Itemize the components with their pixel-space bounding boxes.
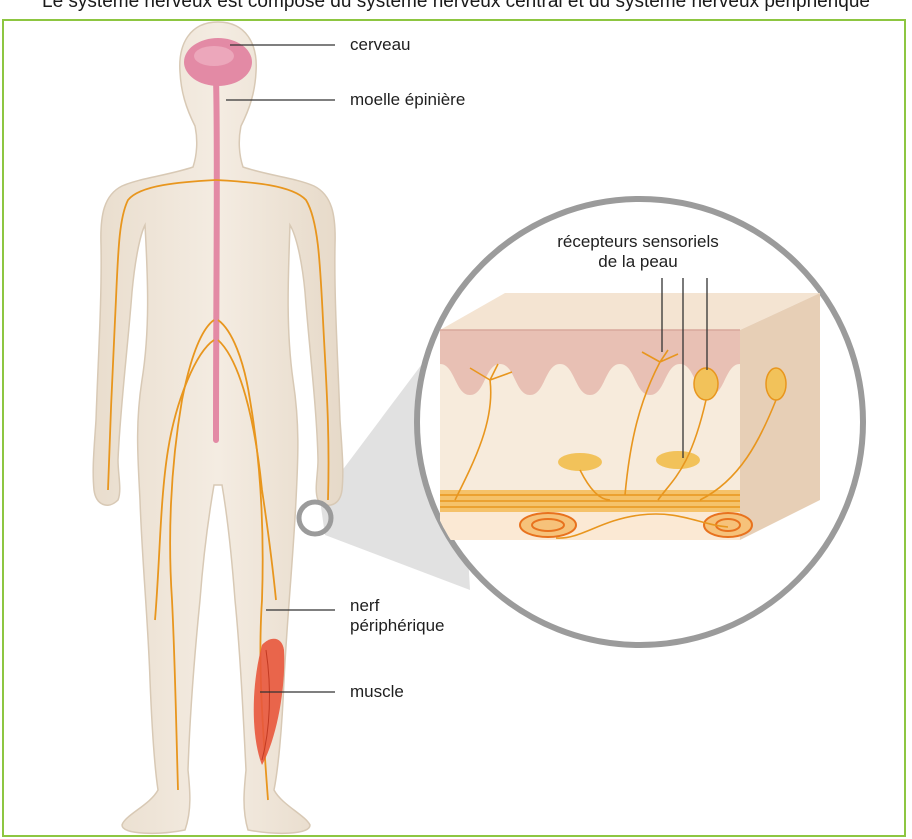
label-muscle: muscle xyxy=(350,682,404,702)
label-skin-receptors-line2: de la peau xyxy=(508,252,768,272)
label-skin-receptors-line1: récepteurs sensoriels xyxy=(508,232,768,252)
label-peripheral-nerve-line1: nerf xyxy=(350,596,445,616)
label-peripheral-nerve: nerf périphérique xyxy=(350,596,445,636)
label-peripheral-nerve-line2: périphérique xyxy=(350,616,445,636)
spinal-cord xyxy=(216,78,217,440)
label-spinal-cord: moelle épinière xyxy=(350,90,465,110)
label-skin-receptors: récepteurs sensoriels de la peau xyxy=(508,232,768,272)
skin-cross-section xyxy=(440,293,820,540)
label-brain: cerveau xyxy=(350,35,410,55)
